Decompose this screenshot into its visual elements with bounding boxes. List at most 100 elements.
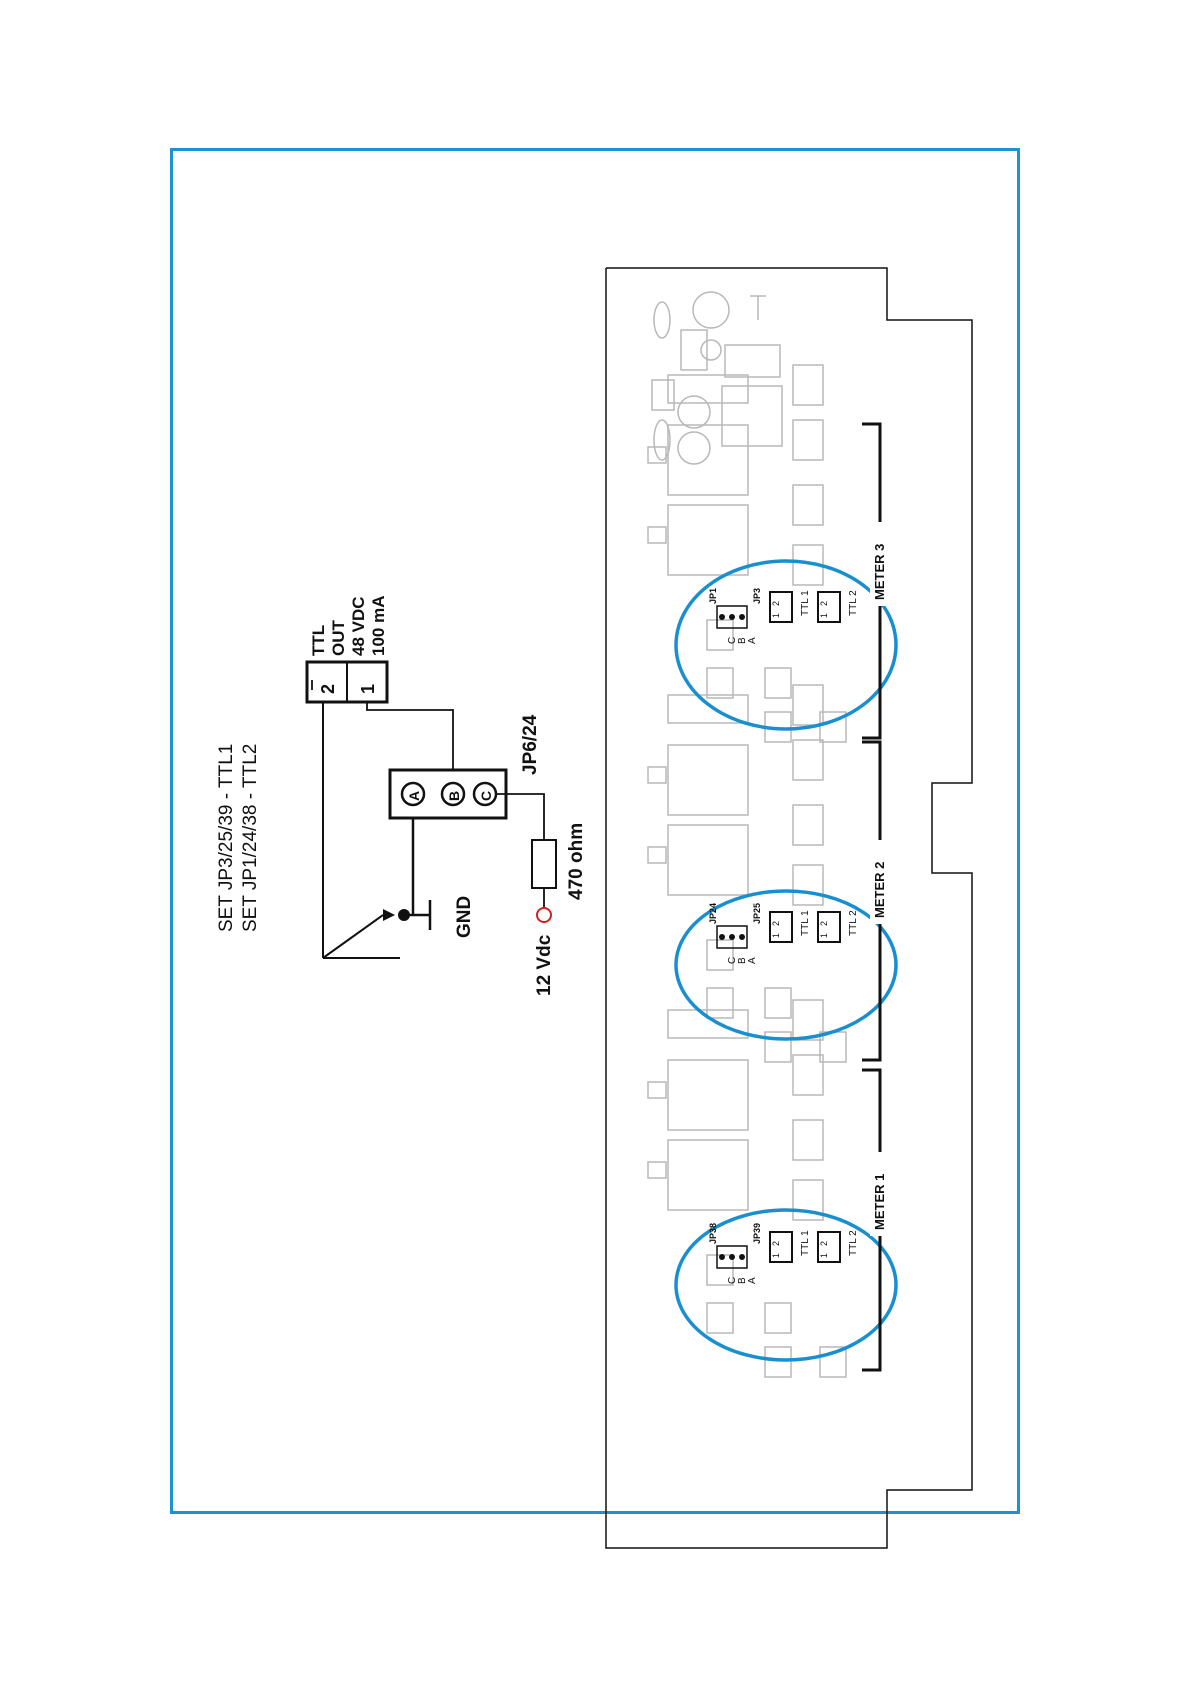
board-ttl1-label-g: TTL 1 [800,1230,811,1256]
jumper-pin [739,1254,745,1260]
jumper-top-label-g: JP38 [708,1223,718,1244]
meter-label-1: METER 1 [872,1174,887,1230]
highlight-meter3 [676,561,896,729]
small-connector [765,1303,791,1333]
board-ttl1-pin2: 2 [771,1241,781,1246]
jumper-a-label: A [406,791,422,801]
board-ttl2-pin2-g: 2 [819,601,829,606]
ground-label-g: GND [454,896,475,938]
jumper-bottom-label: JP3 [752,588,762,604]
jumper-a-g: A [747,637,758,644]
board-ttl1-pin2: 2 [771,921,781,926]
ground-label: GND [454,896,475,938]
relay [668,825,748,895]
jumper-pin [719,934,725,940]
small-connector [707,620,733,650]
board-ttl2-pin1-g: 1 [819,613,829,618]
jumper-bottom-label: JP25 [752,903,762,924]
jumper-a: A [747,957,758,964]
pcb-power-section [652,292,782,464]
ttl-label-current: 100 mA [369,596,388,656]
jumper-a: A [747,637,758,644]
jumper-top-label: JP1 [708,588,718,604]
board-ttl1-pin1-g: 1 [771,613,781,618]
ttl-pin2-g: 2 [318,684,338,694]
diode [648,767,666,783]
jumper-bottom-label-g: JP39 [752,1223,762,1244]
diode [648,1162,666,1178]
board-ttl1-label: TTL 1 [800,1230,811,1256]
jumper-bottom-label: JP39 [752,1223,762,1244]
relay [668,1060,748,1130]
board-ttl2-pin2: 2 [819,601,829,606]
diode [648,847,666,863]
jumper-top-label: JP24 [708,903,718,924]
jumper-pin [729,1254,735,1260]
terminal-block [793,805,823,845]
terminal-block [793,740,823,780]
board-ttl1-pin2-g: 2 [771,601,781,606]
jumper-b-label: B [446,791,462,801]
board-ttl2-pin1: 1 [819,933,829,938]
relay [668,505,748,575]
relay [668,745,748,815]
meter-label-2: METER 2 [872,862,887,918]
ground-junction [398,909,410,921]
jumper-a-g: A [747,957,758,964]
emitter-arrow-icon [383,909,395,921]
resistor-label: 470 ohm [566,823,587,900]
supply-label: 12 Vdc [534,934,555,996]
setup-line-1: SET JP3/25/39 - TTL1 [216,744,237,932]
terminal-block [793,1120,823,1160]
board-ttl1-pin2: 2 [771,601,781,606]
board-ttl2-pin2-g: 2 [819,1241,829,1246]
diode [648,1082,666,1098]
ttl-label-voltage: 48 VDC [349,596,368,656]
ttl-label-out: OUT [329,620,348,657]
board-ttl2-label: TTL 2 [848,910,859,936]
board-ttl2-label-g: TTL 2 [848,910,859,936]
board-ttl-groups: JP38JP39CBA21TTL 121TTL 2JP24JP25CBA21TT… [708,588,859,1284]
board-ttl2-label-g: TTL 2 [848,1230,859,1256]
jumper-pin [719,1254,725,1260]
ttl-pin-1: 1 [358,684,378,694]
small-connector [765,1347,791,1377]
small-connector [707,988,733,1018]
terminal-block [793,365,823,405]
small-connector [707,940,733,970]
board-ttl2-pin2-g: 2 [819,921,829,926]
ttl-label-ttl: TTL [309,625,328,656]
jumper-top-label: JP38 [708,1223,718,1244]
jumper-a: A [747,1277,758,1284]
terminal-block [793,1055,823,1095]
jumper-pin [729,934,735,940]
board-ttl1-pin2-g: 2 [771,921,781,926]
board-ttl2-pin2: 2 [819,921,829,926]
resistor [532,840,556,888]
jumper-pin [729,614,735,620]
board-ttl2-pin2: 2 [819,1241,829,1246]
board-ttl1-pin1-g: 1 [771,933,781,938]
board-ttl1-pin1: 1 [771,613,781,618]
setup-line-2: SET JP1/24/38 - TTL2 [240,744,261,932]
diode [648,527,666,543]
board-ttl1-pin1: 1 [771,933,781,938]
relay [668,375,748,403]
board-ttl2-pin1-g: 1 [819,1253,829,1258]
board-ttl1-label-g: TTL 1 [800,910,811,936]
meter-label-1-g: METER 1 [872,1174,887,1230]
jumper-bottom-label-g: JP3 [752,588,762,604]
board-ttl2-pin1: 1 [819,1253,829,1258]
terminal-block [793,1000,823,1040]
board-ttl1-pin2-g: 2 [771,1241,781,1246]
jumper-pin [719,614,725,620]
small-connector [765,988,791,1018]
terminal-block [793,485,823,525]
ttl-pin-2: 2 [318,684,338,694]
ttl-spec-labels: TTL OUT 48 VDC 100 mA [309,596,388,656]
small-connector [707,1303,733,1333]
jumper-pin [739,614,745,620]
